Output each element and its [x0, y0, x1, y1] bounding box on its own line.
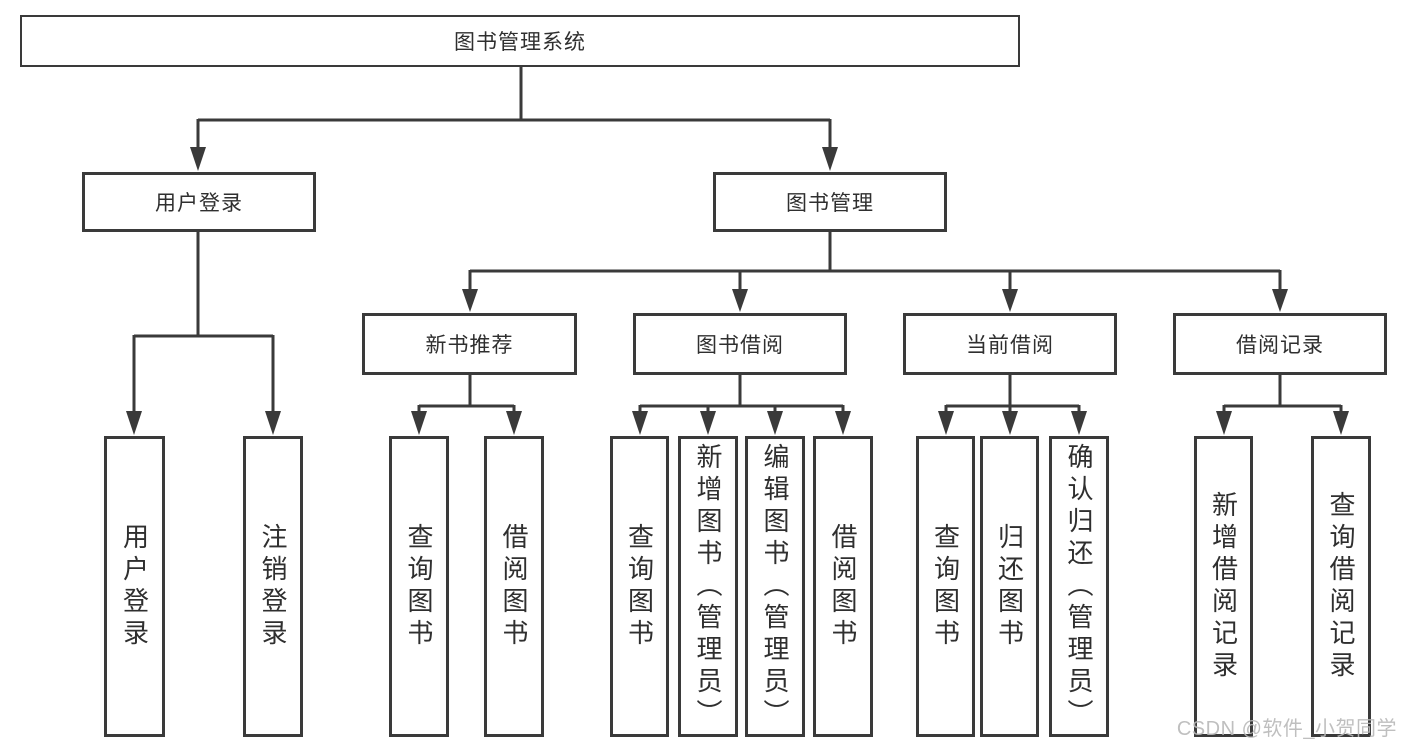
leaf-add-borrow-record: 新增借阅记录 [1194, 436, 1253, 737]
watermark: CSDN @软件_小贺同学 [1176, 718, 1397, 740]
leaf-borrow-books-1: 借阅图书 [484, 436, 544, 737]
connector-user-login-to-leaves [126, 231, 281, 435]
arrow-head [700, 411, 716, 435]
node-book-borrowing: 图书借阅 [633, 313, 847, 375]
leaf-query-books-3: 查询图书 [916, 436, 975, 737]
arrow-head [1272, 289, 1288, 312]
leaf-logout: 注销登录 [243, 436, 303, 737]
node-current-borrowing: 当前借阅 [903, 313, 1117, 375]
arrow-head [632, 411, 648, 435]
connector-new-books-to-leaves [411, 374, 522, 435]
node-user-login: 用户登录 [82, 172, 316, 232]
leaf-query-books-2: 查询图书 [610, 436, 669, 737]
arrow-head [938, 411, 954, 435]
arrow-head [1216, 411, 1232, 435]
arrow-head [732, 289, 748, 312]
leaf-return-books: 归还图书 [980, 436, 1039, 737]
leaf-user-login: 用户登录 [104, 436, 165, 737]
node-new-book-recommend: 新书推荐 [362, 313, 577, 375]
arrow-head [1333, 411, 1349, 435]
arrow-head [1071, 411, 1087, 435]
leaf-edit-books-admin: 编辑图书（管理员） [745, 436, 805, 737]
arrow-head [822, 147, 838, 171]
arrow-head [411, 411, 427, 435]
arrow-head [190, 147, 206, 171]
node-book-management-system: 图书管理系统 [20, 15, 1020, 67]
connector-book-mgmt-to-level3 [462, 231, 1288, 312]
connector-book-borrow-to-leaves [632, 374, 851, 435]
leaf-borrow-books-2: 借阅图书 [813, 436, 873, 737]
connector-root-to-level2 [190, 66, 838, 171]
leaf-confirm-return-admin: 确认归还（管理员） [1049, 436, 1109, 737]
arrow-head [462, 289, 478, 312]
arrow-head [506, 411, 522, 435]
leaf-query-borrow-record: 查询借阅记录 [1311, 436, 1371, 737]
node-book-management: 图书管理 [713, 172, 947, 232]
node-borrow-records: 借阅记录 [1173, 313, 1387, 375]
arrow-head [767, 411, 783, 435]
connector-borrow-records-to-leaves [1216, 374, 1349, 435]
arrow-head [1002, 289, 1018, 312]
arrow-head [1002, 411, 1018, 435]
arrow-head [265, 411, 281, 435]
leaf-add-books-admin: 新增图书（管理员） [678, 436, 738, 737]
arrow-head [835, 411, 851, 435]
connector-current-borrow-to-leaves [938, 374, 1087, 435]
leaf-query-books-1: 查询图书 [389, 436, 449, 737]
arrow-head [126, 411, 142, 435]
